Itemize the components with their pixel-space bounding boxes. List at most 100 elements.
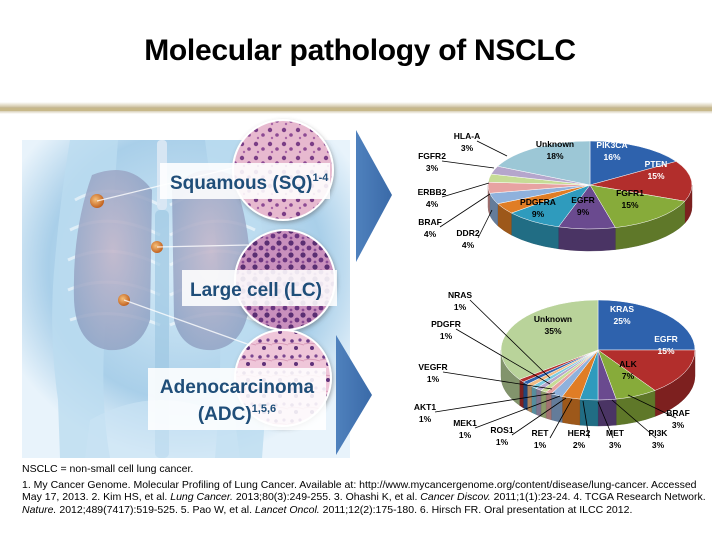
pie-slice-fgfr1 bbox=[589, 184, 686, 228]
leader-line-braf bbox=[439, 193, 491, 228]
slice-label-kras: KRAS bbox=[610, 304, 634, 314]
slice-value-vegfr: 1% bbox=[427, 374, 440, 384]
adeno-label-box bbox=[148, 368, 326, 430]
slide-title: Molecular pathology of NSCLC bbox=[144, 34, 576, 67]
slice-label-pik3ca: PIK3CA bbox=[596, 140, 627, 150]
slice-value-alk: 7% bbox=[622, 371, 635, 381]
pie-sides bbox=[487, 184, 693, 252]
slice-value-ddr2: 4% bbox=[462, 240, 475, 250]
slice-value-erbb2: 4% bbox=[426, 199, 439, 209]
large-cell-label-box bbox=[182, 270, 337, 306]
adeno-label-line1: Adenocarcinoma bbox=[160, 377, 315, 398]
leader-line-pdgfr bbox=[455, 328, 551, 385]
pie-side-ret bbox=[545, 391, 552, 421]
slice-value-akt1: 1% bbox=[419, 414, 432, 424]
slice-label-ddr2: DDR2 bbox=[456, 228, 479, 238]
leader-line-ros1 bbox=[511, 397, 567, 436]
left-lung bbox=[73, 170, 152, 351]
slice-value-braf: 3% bbox=[672, 420, 685, 430]
slice-value-ros1: 1% bbox=[496, 437, 509, 447]
slice-label-fgfr1: FGFR1 bbox=[616, 188, 644, 198]
slice-value-pi3k: 3% bbox=[652, 440, 665, 450]
leader-line-met bbox=[597, 401, 614, 439]
slice-value-unknown: 18% bbox=[546, 151, 563, 161]
abbreviation-note: NSCLC = non-small cell lung cancer. bbox=[22, 463, 194, 475]
pie-side-egfr bbox=[558, 226, 616, 252]
slice-value-braf: 4% bbox=[424, 229, 437, 239]
slice-label-egfr: EGFR bbox=[654, 334, 678, 344]
squamous-pie-chart: PIK3CA16%PTEN15%FGFR115%EGFR9%PDGFRA9%DD… bbox=[418, 131, 693, 252]
slice-label-her2: HER2 bbox=[568, 428, 591, 438]
slice-label-unknown: Unknown bbox=[536, 139, 574, 149]
slice-label-ret: RET bbox=[532, 428, 550, 438]
slice-value-ret: 1% bbox=[534, 440, 547, 450]
footnotes: NSCLC = non-small cell lung cancer. 1. M… bbox=[22, 463, 712, 519]
pie-slice-egfr bbox=[597, 349, 696, 391]
slice-value-mek1: 1% bbox=[459, 430, 472, 440]
pie-slice-unknown bbox=[497, 140, 591, 186]
arrow-to-squamous-chart bbox=[356, 130, 392, 262]
slice-value-pdgfra: 9% bbox=[532, 209, 545, 219]
title-divider-line bbox=[0, 108, 712, 111]
slice-value-egfr: 15% bbox=[657, 346, 674, 356]
pie-slice-pik3ca bbox=[589, 140, 677, 186]
slice-value-pdgfr: 1% bbox=[440, 331, 453, 341]
slice-value-her2: 2% bbox=[573, 440, 586, 450]
slice-label-pten: PTEN bbox=[645, 159, 668, 169]
slice-value-unknown: 35% bbox=[544, 326, 561, 336]
slice-label-egfr: EGFR bbox=[571, 195, 595, 205]
large-cell-label: Large cell (LC) bbox=[190, 280, 322, 301]
leader-line-adeno bbox=[123, 299, 251, 346]
slice-label-fgfr2: FGFR2 bbox=[418, 151, 446, 161]
slice-value-hla-a: 3% bbox=[461, 143, 474, 153]
slice-label-braf: BRAF bbox=[418, 217, 442, 227]
leader-line-large-cell bbox=[156, 244, 249, 248]
pie-side-pi3k bbox=[579, 398, 599, 427]
pie-slice-pten bbox=[589, 161, 693, 202]
leader-line-ret bbox=[549, 398, 573, 439]
subtype-labels: Squamous (SQ)1-4 Large cell (LC) Adenoca… bbox=[148, 163, 337, 430]
slice-value-nras: 1% bbox=[454, 302, 467, 312]
slice-value-met: 3% bbox=[609, 440, 622, 450]
slice-value-pik3ca: 16% bbox=[603, 152, 620, 162]
pie-side-akt1 bbox=[531, 386, 537, 415]
leader-line-nras bbox=[469, 299, 551, 379]
slice-label-met: MET bbox=[606, 428, 625, 438]
slice-label-akt1: AKT1 bbox=[414, 402, 436, 412]
slice-label-vegfr: VEGFR bbox=[418, 362, 447, 372]
leader-line-braf bbox=[627, 394, 677, 419]
slice-value-fgfr2: 3% bbox=[426, 163, 439, 173]
slice-label-hla-a: HLA-A bbox=[454, 131, 480, 141]
pie-slice-unknown bbox=[500, 299, 599, 380]
pie-side-braf bbox=[597, 398, 617, 427]
slice-label-pi3k: PI3K bbox=[649, 428, 669, 438]
slice-label-ros1: ROS1 bbox=[490, 425, 513, 435]
slice-value-pten: 15% bbox=[647, 171, 664, 181]
squamous-label: Squamous (SQ)1-4 bbox=[170, 172, 329, 194]
leader-line-vegfr bbox=[442, 371, 553, 390]
slice-value-fgfr1: 15% bbox=[621, 200, 638, 210]
slice-label-braf: BRAF bbox=[666, 408, 690, 418]
leader-line-ddr2 bbox=[477, 209, 493, 239]
leader-line-fgfr2 bbox=[441, 160, 495, 169]
slice-label-alk: ALK bbox=[619, 359, 637, 369]
slice-label-nras: NRAS bbox=[448, 290, 472, 300]
slice-value-egfr: 9% bbox=[577, 207, 590, 217]
adeno-pie-chart: KRAS25%EGFR15%ALK7%BRAF3%PI3K3%MET3%HER2… bbox=[414, 290, 696, 450]
squamous-label-box bbox=[160, 163, 330, 199]
leader-line-pi3k bbox=[611, 399, 657, 439]
leader-line-hla-a bbox=[476, 140, 508, 157]
leader-line-erbb2 bbox=[441, 182, 490, 198]
arrow-to-adeno-chart bbox=[336, 335, 372, 455]
pie-side-pdgfr bbox=[523, 381, 528, 411]
slice-label-erbb2: ERBB2 bbox=[418, 187, 447, 197]
adeno-label-line2: (ADC)1,5,6 bbox=[198, 403, 276, 425]
slice-label-pdgfra: PDGFRA bbox=[520, 197, 556, 207]
pie-slice-kras bbox=[597, 299, 696, 351]
references: 1. My Cancer Genome. Molecular Profiling… bbox=[22, 478, 706, 516]
slice-value-kras: 25% bbox=[613, 316, 630, 326]
leader-line-her2 bbox=[582, 400, 590, 439]
slice-label-unknown: Unknown bbox=[534, 314, 572, 324]
slice-label-pdgfr: PDGFR bbox=[431, 319, 461, 329]
